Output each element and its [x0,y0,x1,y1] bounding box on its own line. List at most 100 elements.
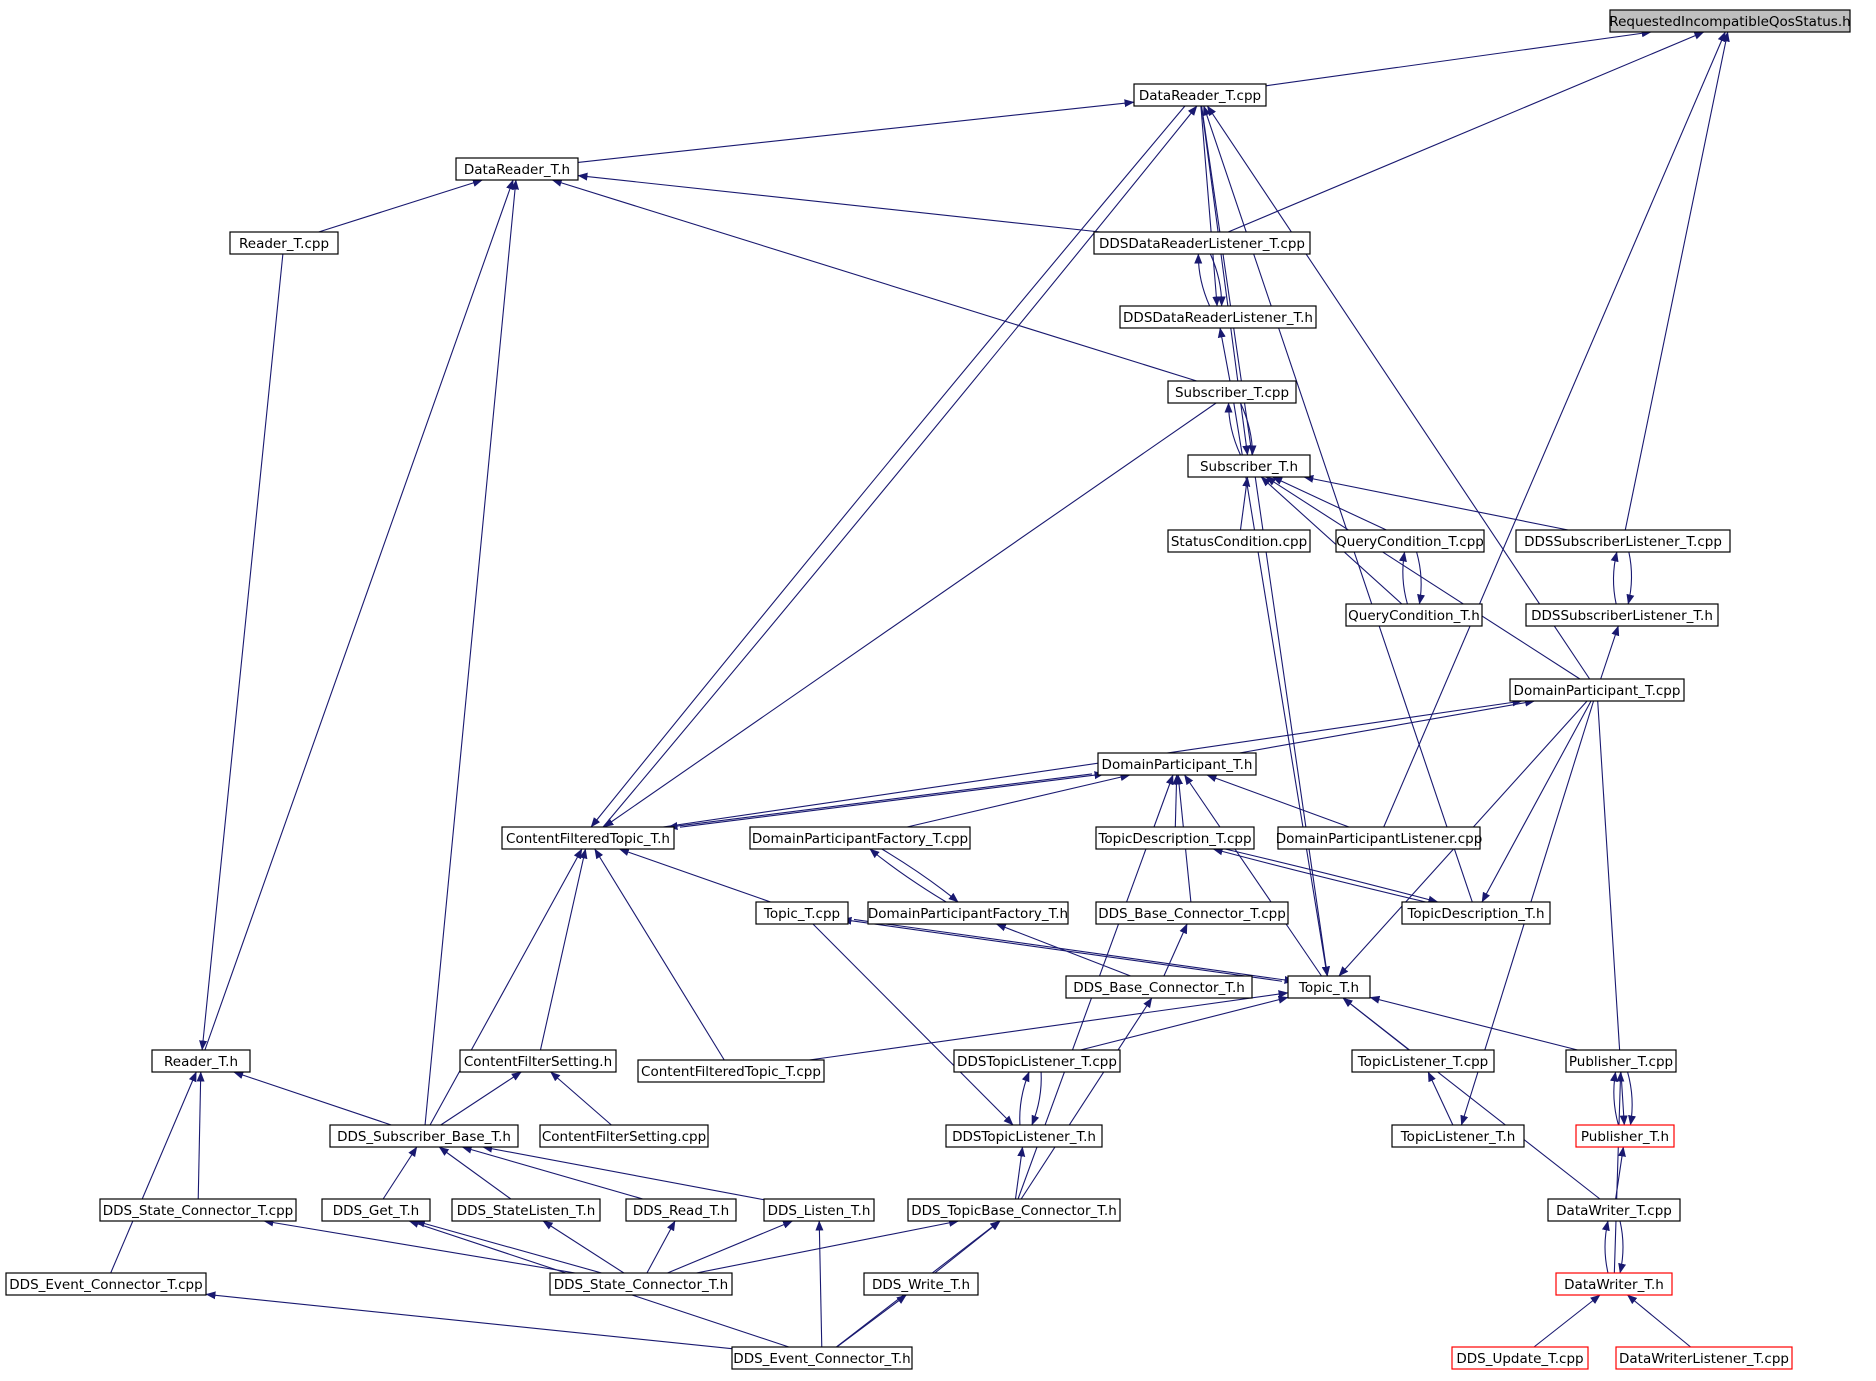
edge-dech-to-decccpp [205,1291,733,1350]
edge-tdh-to-drcpp [1202,105,1473,903]
graph-node-dds-base-connector-t-h[interactable]: DDS_Base_Connector_T.h [1065,975,1253,999]
graph-node-ddstopiclistener-t-h[interactable]: DDSTopicListener_T.h [945,1124,1103,1148]
edge-dsch-to-dtbch [696,1218,960,1274]
node-label: DataReader_T.cpp [1139,88,1261,104]
graph-node-contentfilteredtopic-t-cpp[interactable]: ContentFilteredTopic_T.cpp [637,1059,825,1083]
node-box [1615,1346,1793,1370]
graph-node-topic-t-cpp[interactable]: Topic_T.cpp [755,901,849,925]
graph-node-dds-subscriber-base-t-h[interactable]: DDS_Subscriber_Base_T.h [329,1124,519,1148]
graph-node-contentfiltersetting-h[interactable]: ContentFilterSetting.h [459,1049,617,1073]
graph-node-querycondition-t-cpp[interactable]: QueryCondition_T.cpp [1335,529,1485,553]
graph-node-datawriter-t-h[interactable]: DataWriter_T.h [1555,1272,1673,1296]
graph-node-dds-base-connector-t-cpp[interactable]: DDS_Base_Connector_T.cpp [1095,901,1289,925]
node-label: DDS_Write_T.h [872,1277,970,1293]
edge-dpfcpp-to-dpfh [881,848,959,903]
edge-listenh-to-dsbh [482,1144,765,1201]
edge-drcpp-to-cfth [590,105,1186,828]
node-box [1095,901,1289,925]
graph-node-querycondition-t-h[interactable]: QueryCondition_T.h [1345,603,1483,627]
edge-cfth-to-dph [679,771,1105,828]
edge-subh-to-subcpp [1224,402,1241,456]
graph-node-dds-read-t-h[interactable]: DDS_Read_T.h [625,1198,737,1222]
edge-slh-to-dsbh [438,1146,512,1200]
graph-node-topiclistener-t-cpp[interactable]: TopicListener_T.cpp [1351,1049,1495,1073]
graph-node-dds-state-connector-t-cpp[interactable]: DDS_State_Connector_T.cpp [99,1198,297,1222]
node-label: DDS_Event_Connector_T.cpp [9,1277,202,1293]
node-label: DomainParticipant_T.h [1102,757,1253,773]
edge-cfth-to-drcpp [602,105,1198,828]
graph-node-dds-write-t-h[interactable]: DDS_Write_T.h [863,1272,979,1296]
graph-node-domainparticipantfactory-t-h[interactable]: DomainParticipantFactory_T.h [867,901,1069,925]
node-label: DDS_Update_T.cpp [1456,1351,1583,1367]
graph-node-ddsdatareaderlistener-t-h[interactable]: DDSDataReaderListener_T.h [1119,305,1317,329]
graph-node-ddssubscriberlistener-t-cpp[interactable]: DDSSubscriberListener_T.cpp [1515,529,1731,553]
node-label: DDSSubscriberListener_T.h [1531,608,1713,624]
graph-node-contentfilteredtopic-t-h[interactable]: ContentFilteredTopic_T.h [501,826,675,850]
edge-topcpp-to-cfth [618,848,771,903]
node-box [1451,1346,1589,1370]
node-box [321,1198,431,1222]
node-box [755,901,849,925]
node-label: DDSTopicListener_T.cpp [957,1054,1117,1070]
graph-node-domainparticipantfactory-t-cpp[interactable]: DomainParticipantFactory_T.cpp [749,826,971,850]
graph-node-dds-event-connector-t-cpp[interactable]: DDS_Event_Connector_T.cpp [5,1272,207,1296]
graph-node-reader-t-h[interactable]: Reader_T.h [151,1049,251,1073]
edge-dbch-to-dbccpp [1163,923,1188,977]
edge-ddsdrlcpp-to-drh [577,172,1101,233]
graph-node-subscriber-t-h[interactable]: Subscriber_T.h [1187,454,1311,478]
edge-pubh-to-pubcpp [1610,1071,1619,1126]
graph-node-publisher-t-cpp[interactable]: Publisher_T.cpp [1565,1049,1677,1073]
graph-node-dds-listen-t-h[interactable]: DDS_Listen_T.h [763,1198,875,1222]
graph-node-dds-get-t-h[interactable]: DDS_Get_T.h [321,1198,431,1222]
edge-dtbch-to-dbch [1020,997,1153,1200]
edge-qch-to-qccpp [1399,551,1408,605]
graph-node-ddstopiclistener-t-cpp[interactable]: DDSTopicListener_T.cpp [953,1049,1121,1073]
node-label: DDS_Event_Connector_T.h [733,1351,910,1367]
graph-node-datawriterlistener-t-cpp[interactable]: DataWriterListener_T.cpp [1615,1346,1793,1370]
edge-dsbh-to-cfsh [440,1071,522,1126]
node-label: Topic_T.cpp [763,906,840,922]
edge-ddsslcpp-to-root [1624,31,1730,531]
graph-node-publisher-t-h[interactable]: Publisher_T.h [1575,1124,1675,1148]
node-box [1609,9,1851,33]
graph-node-statuscondition-cpp[interactable]: StatusCondition.cpp [1167,529,1311,553]
graph-node-contentfiltersetting-cpp[interactable]: ContentFilterSetting.cpp [539,1124,709,1148]
edge-subcpp-to-toph [1233,402,1330,977]
node-label: Topic_T.h [1298,980,1359,996]
graph-node-ddsdatareaderlistener-t-cpp[interactable]: DDSDataReaderListener_T.cpp [1093,231,1311,255]
graph-node-requestedincompatibleqosstatus-h[interactable]: RequestedIncompatibleQosStatus.h [1609,9,1851,33]
graph-node-datareader-t-cpp[interactable]: DataReader_T.cpp [1133,83,1267,107]
node-box [625,1198,737,1222]
node-label: DDSSubscriberListener_T.cpp [1524,534,1722,550]
graph-node-datawriter-t-cpp[interactable]: DataWriter_T.cpp [1547,1198,1681,1222]
edge-topcpp-to-toph [853,918,1295,984]
node-box [863,1272,979,1296]
node-box [953,1049,1121,1073]
graph-node-domainparticipantlistener-cpp[interactable]: DomainParticipantListener.cpp [1276,826,1483,850]
graph-node-topicdescription-t-cpp[interactable]: TopicDescription_T.cpp [1095,826,1255,850]
graph-node-topicdescription-t-h[interactable]: TopicDescription_T.h [1401,901,1551,925]
graph-node-datareader-t-h[interactable]: DataReader_T.h [455,157,579,181]
node-box [867,901,1069,925]
edge-dtbch-to-ddstlh [1014,1146,1026,1200]
graph-node-dds-topicbase-connector-t-h[interactable]: DDS_TopicBase_Connector_T.h [907,1198,1121,1222]
edge-dwh-to-pubcpp [1613,1071,1625,1274]
graph-node-dds-update-t-cpp[interactable]: DDS_Update_T.cpp [1451,1346,1589,1370]
node-box [1335,529,1485,553]
graph-node-topic-t-h[interactable]: Topic_T.h [1287,975,1371,999]
graph-node-dds-statelisten-t-h[interactable]: DDS_StateListen_T.h [451,1198,601,1222]
node-box [945,1124,1103,1148]
graph-node-ddssubscriberlistener-t-h[interactable]: DDSSubscriberListener_T.h [1525,603,1719,627]
node-box [459,1049,617,1073]
edge-cfsh-to-cfth [539,848,588,1051]
graph-node-reader-t-cpp[interactable]: Reader_T.cpp [229,231,339,255]
graph-node-domainparticipant-t-h[interactable]: DomainParticipant_T.h [1097,752,1257,776]
graph-node-domainparticipant-t-cpp[interactable]: DomainParticipant_T.cpp [1509,678,1685,702]
graph-node-dds-state-connector-t-h[interactable]: DDS_State_Connector_T.h [549,1272,733,1296]
edge-dplcpp-to-dph [1206,774,1350,828]
graph-node-dds-event-connector-t-h[interactable]: DDS_Event_Connector_T.h [731,1346,913,1370]
graph-node-subscriber-t-cpp[interactable]: Subscriber_T.cpp [1167,380,1297,404]
graph-node-topiclistener-t-h[interactable]: TopicListener_T.h [1391,1124,1525,1148]
node-box [1097,752,1257,776]
